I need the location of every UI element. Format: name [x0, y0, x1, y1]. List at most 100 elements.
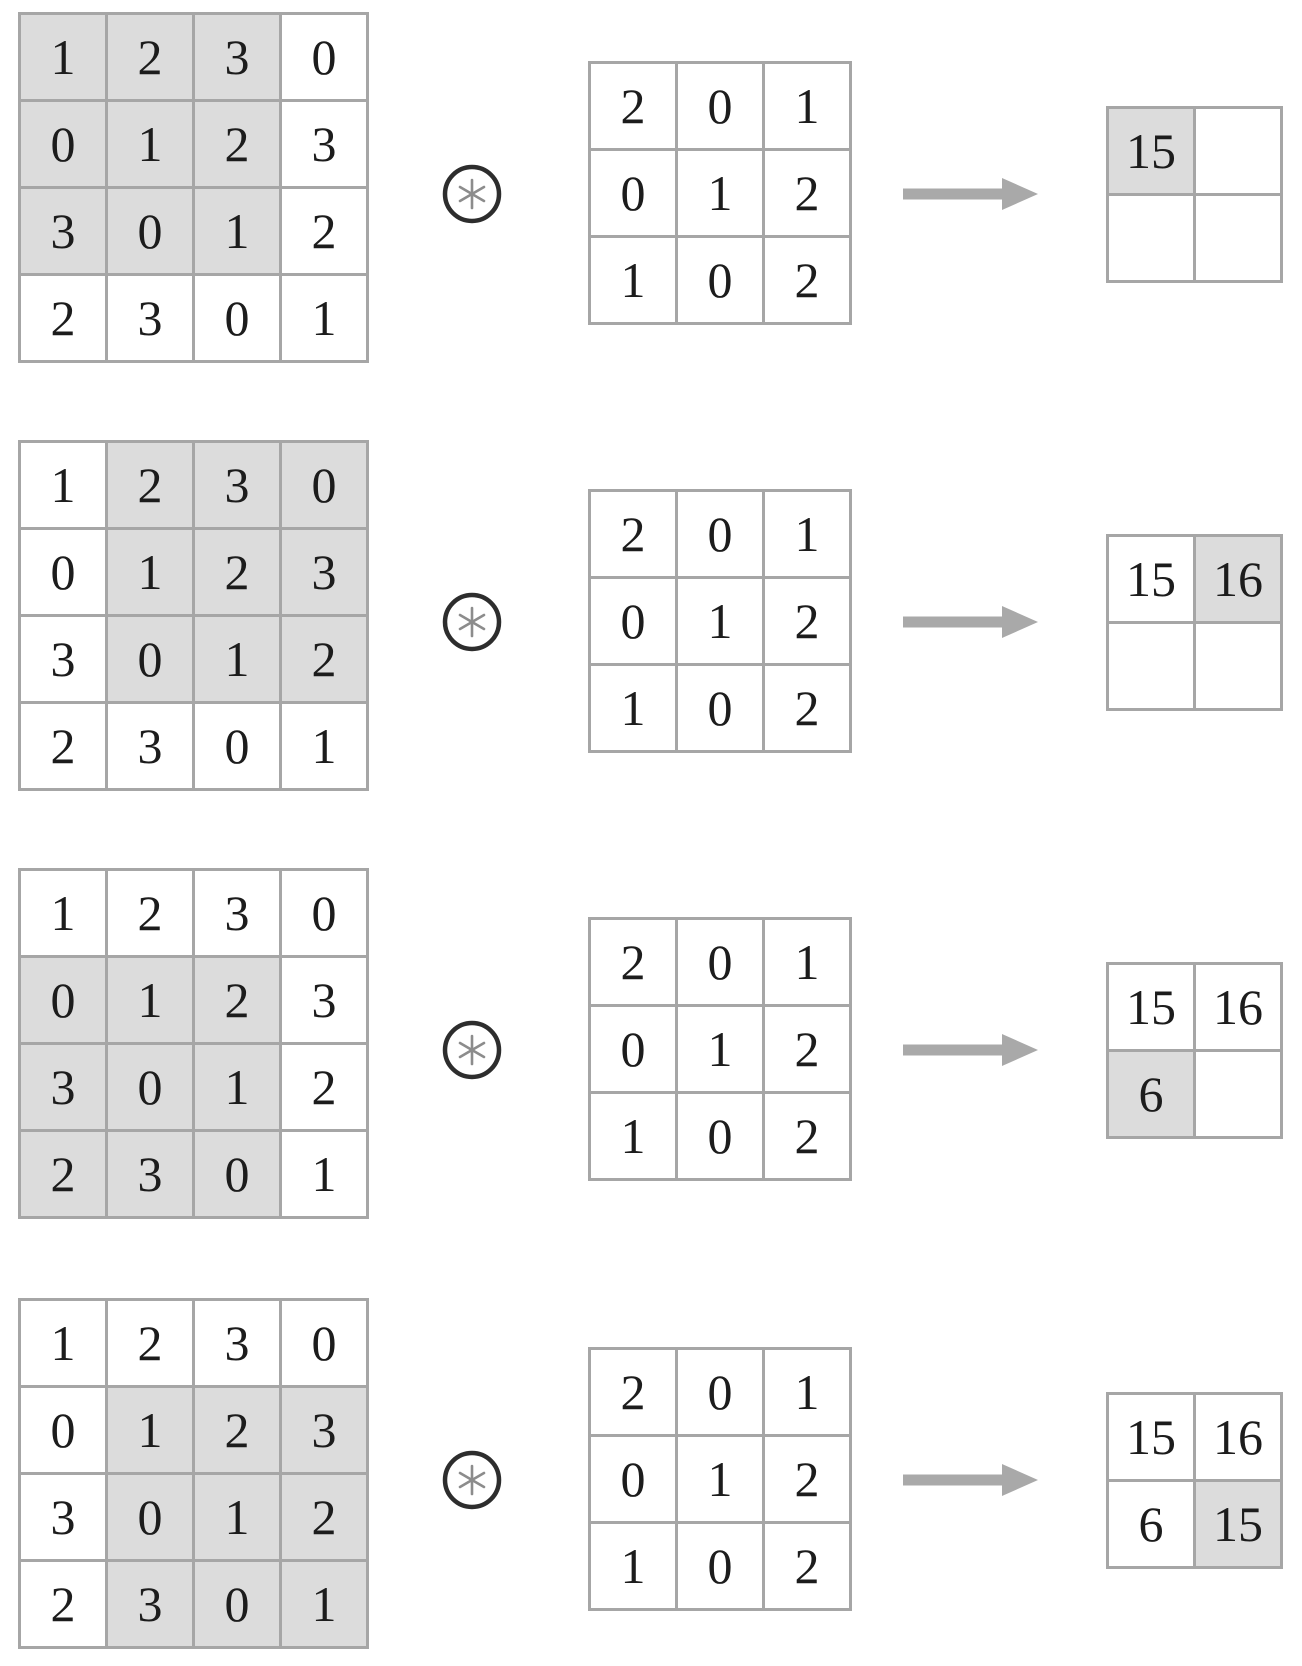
kernel-cell-r1c0: 0	[591, 579, 675, 663]
output-cell-r1c0: 6	[1109, 1052, 1193, 1136]
kernel-cell-r1c0: 0	[591, 1007, 675, 1091]
output-cell-r0c0: 15	[1109, 965, 1193, 1049]
kernel-cell-r0c0: 2	[591, 64, 675, 148]
input-cell-r3c0: 2	[21, 276, 105, 360]
input-cell-r1c2: 2	[195, 530, 279, 614]
convolution-operator-icon	[440, 1448, 504, 1512]
input-cell-r2c1: 0	[108, 1045, 192, 1129]
input-cell-r3c1: 3	[108, 1562, 192, 1646]
kernel-cell-r0c0: 2	[591, 492, 675, 576]
input-cell-r1c3: 3	[282, 1388, 366, 1472]
input-cell-r2c3: 2	[282, 1045, 366, 1129]
kernel-cell-r2c0: 1	[591, 1094, 675, 1178]
output-cell-r0c0: 15	[1109, 109, 1193, 193]
right-arrow-icon	[900, 1460, 1040, 1500]
input-cell-r0c0: 1	[21, 1301, 105, 1385]
kernel-cell-r2c2: 2	[765, 666, 849, 750]
right-arrow-icon	[900, 602, 1040, 642]
input-cell-r3c2: 0	[195, 276, 279, 360]
convolution-operator-icon	[440, 162, 504, 226]
input-cell-r0c2: 3	[195, 15, 279, 99]
convolution-operator-icon	[440, 590, 504, 654]
kernel-cell-r2c1: 0	[678, 1524, 762, 1608]
kernel-cell-r2c1: 0	[678, 238, 762, 322]
output-cell-r0c1: 16	[1196, 1395, 1280, 1479]
kernel-cell-r1c1: 1	[678, 579, 762, 663]
output-cell-r1c1	[1196, 1052, 1280, 1136]
input-cell-r3c3: 1	[282, 1562, 366, 1646]
input-cell-r1c3: 3	[282, 958, 366, 1042]
kernel-cell-r0c1: 0	[678, 920, 762, 1004]
kernel-cell-r2c0: 1	[591, 238, 675, 322]
input-cell-r3c0: 2	[21, 1562, 105, 1646]
kernel-cell-r1c1: 1	[678, 151, 762, 235]
input-cell-r2c1: 0	[108, 1475, 192, 1559]
kernel-cell-r1c2: 2	[765, 579, 849, 663]
kernel-cell-r2c1: 0	[678, 1094, 762, 1178]
right-arrow-icon	[900, 1030, 1040, 1070]
input-cell-r3c1: 3	[108, 276, 192, 360]
input-cell-r2c3: 2	[282, 189, 366, 273]
kernel-cell-r2c1: 0	[678, 666, 762, 750]
input-cell-r2c0: 3	[21, 1475, 105, 1559]
kernel-cell-r1c1: 1	[678, 1007, 762, 1091]
kernel-cell-r1c2: 2	[765, 1007, 849, 1091]
input-cell-r2c2: 1	[195, 617, 279, 701]
input-cell-r3c3: 1	[282, 276, 366, 360]
output-cell-r0c1: 16	[1196, 965, 1280, 1049]
input-cell-r2c2: 1	[195, 189, 279, 273]
input-cell-r3c2: 0	[195, 1132, 279, 1216]
input-cell-r1c1: 1	[108, 1388, 192, 1472]
input-cell-r0c1: 2	[108, 15, 192, 99]
output-cell-r1c1	[1196, 624, 1280, 708]
input-cell-r1c1: 1	[108, 958, 192, 1042]
output-cell-r0c0: 15	[1109, 1395, 1193, 1479]
input-cell-r2c2: 1	[195, 1475, 279, 1559]
output-cell-r1c0	[1109, 196, 1193, 280]
input-cell-r2c0: 3	[21, 617, 105, 701]
input-cell-r3c2: 0	[195, 1562, 279, 1646]
input-cell-r1c2: 2	[195, 958, 279, 1042]
input-cell-r0c2: 3	[195, 1301, 279, 1385]
input-cell-r0c0: 1	[21, 443, 105, 527]
input-cell-r0c1: 2	[108, 443, 192, 527]
output-cell-r0c1: 16	[1196, 537, 1280, 621]
input-cell-r2c2: 1	[195, 1045, 279, 1129]
kernel-cell-r2c0: 1	[591, 1524, 675, 1608]
kernel-cell-r2c2: 2	[765, 238, 849, 322]
input-cell-r3c1: 3	[108, 1132, 192, 1216]
input-cell-r3c3: 1	[282, 704, 366, 788]
kernel-cell-r1c1: 1	[678, 1437, 762, 1521]
input-cell-r0c3: 0	[282, 443, 366, 527]
kernel-cell-r1c2: 2	[765, 151, 849, 235]
output-cell-r0c0: 15	[1109, 537, 1193, 621]
output-cell-r1c0: 6	[1109, 1482, 1193, 1566]
kernel-cell-r0c1: 0	[678, 492, 762, 576]
input-cell-r2c1: 0	[108, 189, 192, 273]
input-cell-r1c0: 0	[21, 102, 105, 186]
input-cell-r1c2: 2	[195, 1388, 279, 1472]
input-cell-r0c3: 0	[282, 871, 366, 955]
input-cell-r3c0: 2	[21, 704, 105, 788]
input-cell-r0c1: 2	[108, 871, 192, 955]
input-cell-r0c3: 0	[282, 15, 366, 99]
input-cell-r2c0: 3	[21, 1045, 105, 1129]
kernel-cell-r0c2: 1	[765, 1350, 849, 1434]
kernel-cell-r0c2: 1	[765, 492, 849, 576]
kernel-cell-r1c2: 2	[765, 1437, 849, 1521]
input-cell-r0c3: 0	[282, 1301, 366, 1385]
input-cell-r1c3: 3	[282, 102, 366, 186]
kernel-cell-r2c2: 2	[765, 1094, 849, 1178]
